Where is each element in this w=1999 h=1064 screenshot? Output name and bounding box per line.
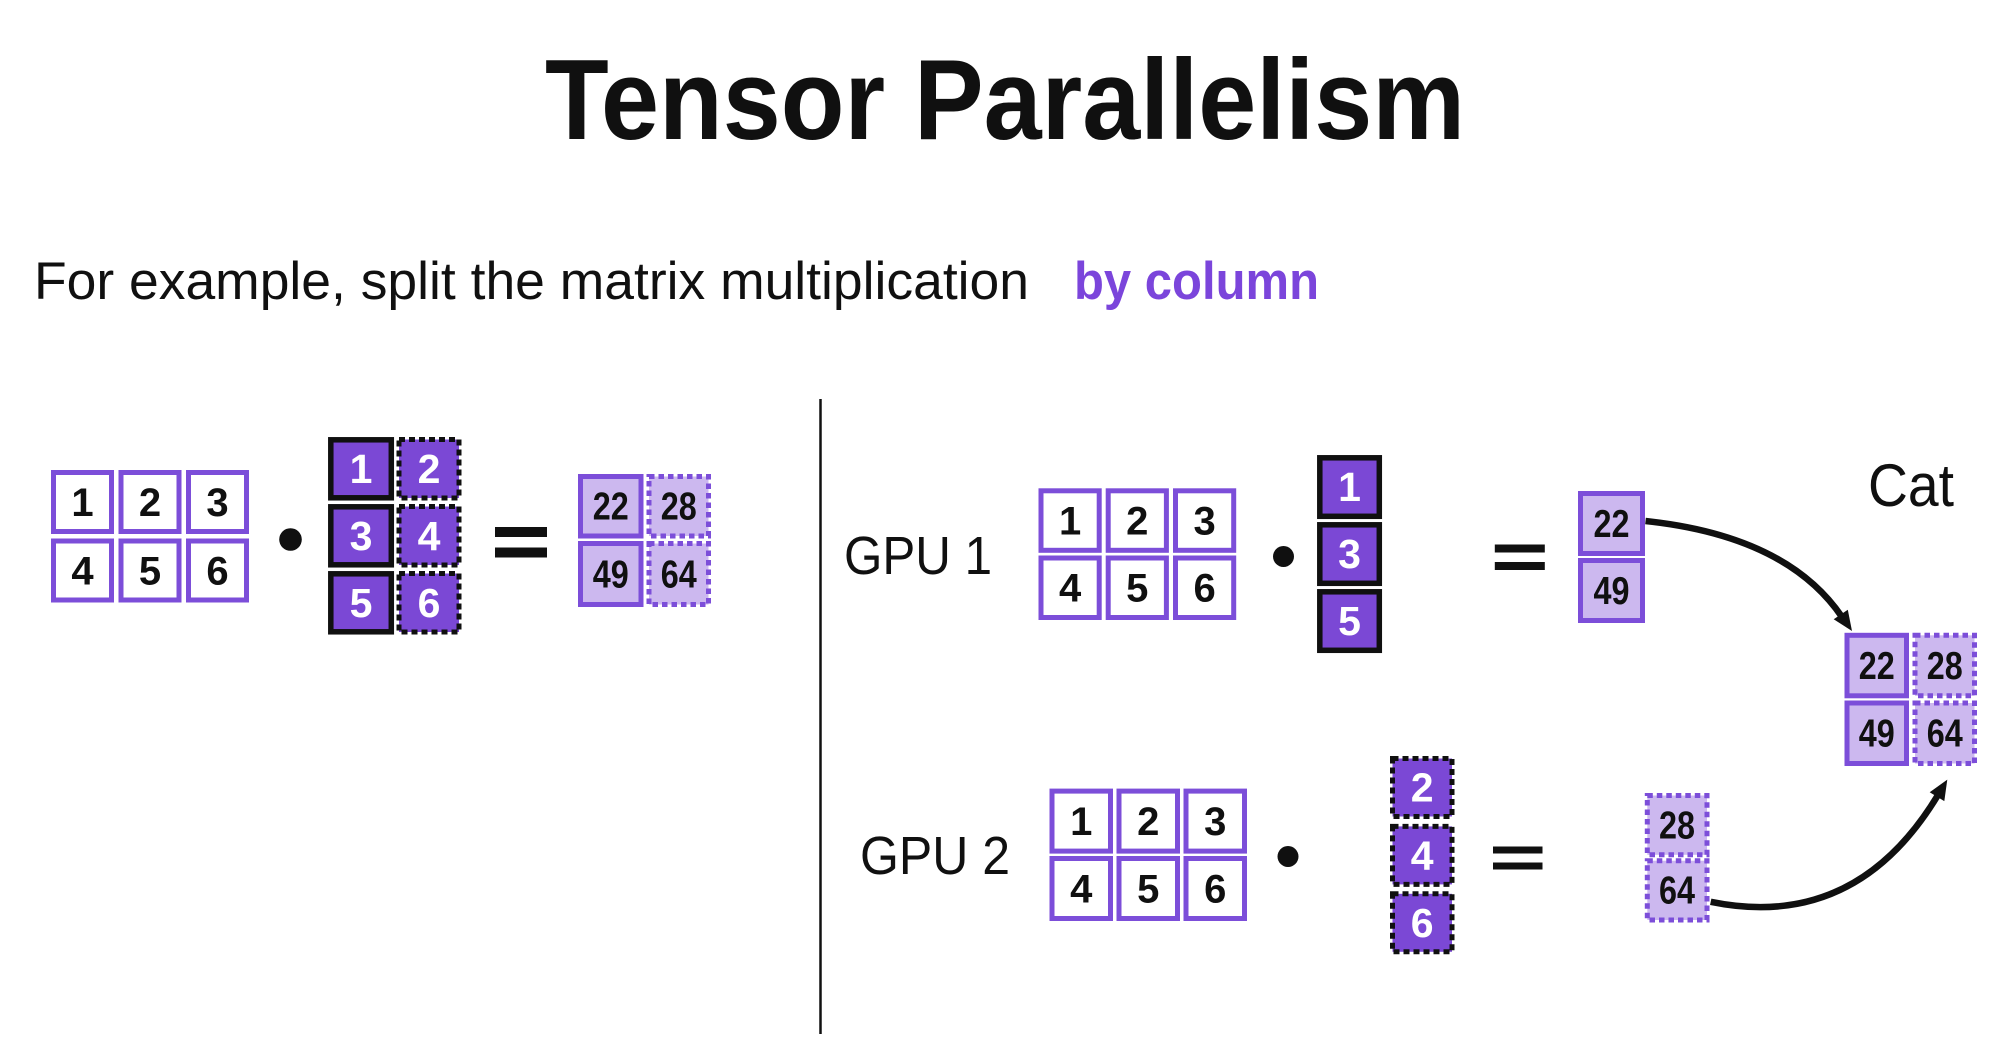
svg-text:3: 3 [206, 481, 228, 525]
svg-text:5: 5 [139, 549, 161, 593]
svg-text:2: 2 [1137, 800, 1159, 844]
svg-text:1: 1 [71, 481, 93, 525]
svg-text:1: 1 [1059, 499, 1081, 543]
svg-text:by column: by column [1074, 252, 1319, 311]
svg-text:6: 6 [206, 549, 228, 593]
svg-text:2: 2 [1126, 499, 1148, 543]
svg-text:28: 28 [661, 486, 697, 529]
svg-text:64: 64 [661, 553, 697, 596]
svg-text:28: 28 [1659, 804, 1695, 847]
svg-text:GPU 1: GPU 1 [844, 526, 992, 586]
svg-text:Cat: Cat [1868, 452, 1954, 519]
svg-text:4: 4 [71, 549, 94, 593]
svg-text:Tensor Parallelism: Tensor Parallelism [545, 37, 1465, 164]
svg-text:4: 4 [418, 513, 441, 559]
svg-text:4: 4 [1411, 833, 1434, 879]
svg-text:2: 2 [418, 446, 441, 492]
svg-text:1: 1 [1070, 800, 1092, 844]
svg-text:GPU 2: GPU 2 [860, 826, 1010, 886]
svg-text:64: 64 [1927, 713, 1963, 756]
svg-text:3: 3 [1338, 531, 1361, 577]
svg-text:4: 4 [1070, 867, 1093, 911]
svg-text:5: 5 [350, 580, 373, 626]
svg-text:22: 22 [1594, 503, 1630, 546]
svg-text:49: 49 [593, 553, 629, 596]
svg-text:6: 6 [418, 580, 441, 626]
svg-text:22: 22 [1859, 645, 1895, 688]
svg-text:1: 1 [1338, 464, 1361, 510]
svg-text:49: 49 [1594, 570, 1630, 613]
svg-text:3: 3 [350, 513, 373, 559]
svg-text:5: 5 [1126, 567, 1148, 611]
svg-text:3: 3 [1193, 499, 1215, 543]
svg-text:6: 6 [1411, 900, 1434, 946]
svg-text:6: 6 [1193, 567, 1215, 611]
svg-text:6: 6 [1204, 867, 1226, 911]
svg-text:64: 64 [1659, 870, 1695, 913]
svg-text:22: 22 [593, 486, 629, 529]
svg-text:1: 1 [350, 446, 373, 492]
svg-text:28: 28 [1927, 645, 1963, 688]
svg-text:For example, split the matrix: For example, split the matrix multiplica… [34, 252, 1029, 311]
svg-text:2: 2 [1411, 765, 1434, 811]
svg-text:3: 3 [1204, 800, 1226, 844]
svg-text:5: 5 [1338, 598, 1361, 644]
svg-text:49: 49 [1859, 713, 1895, 756]
svg-text:4: 4 [1059, 567, 1082, 611]
svg-text:5: 5 [1137, 867, 1159, 911]
svg-text:2: 2 [139, 481, 161, 525]
